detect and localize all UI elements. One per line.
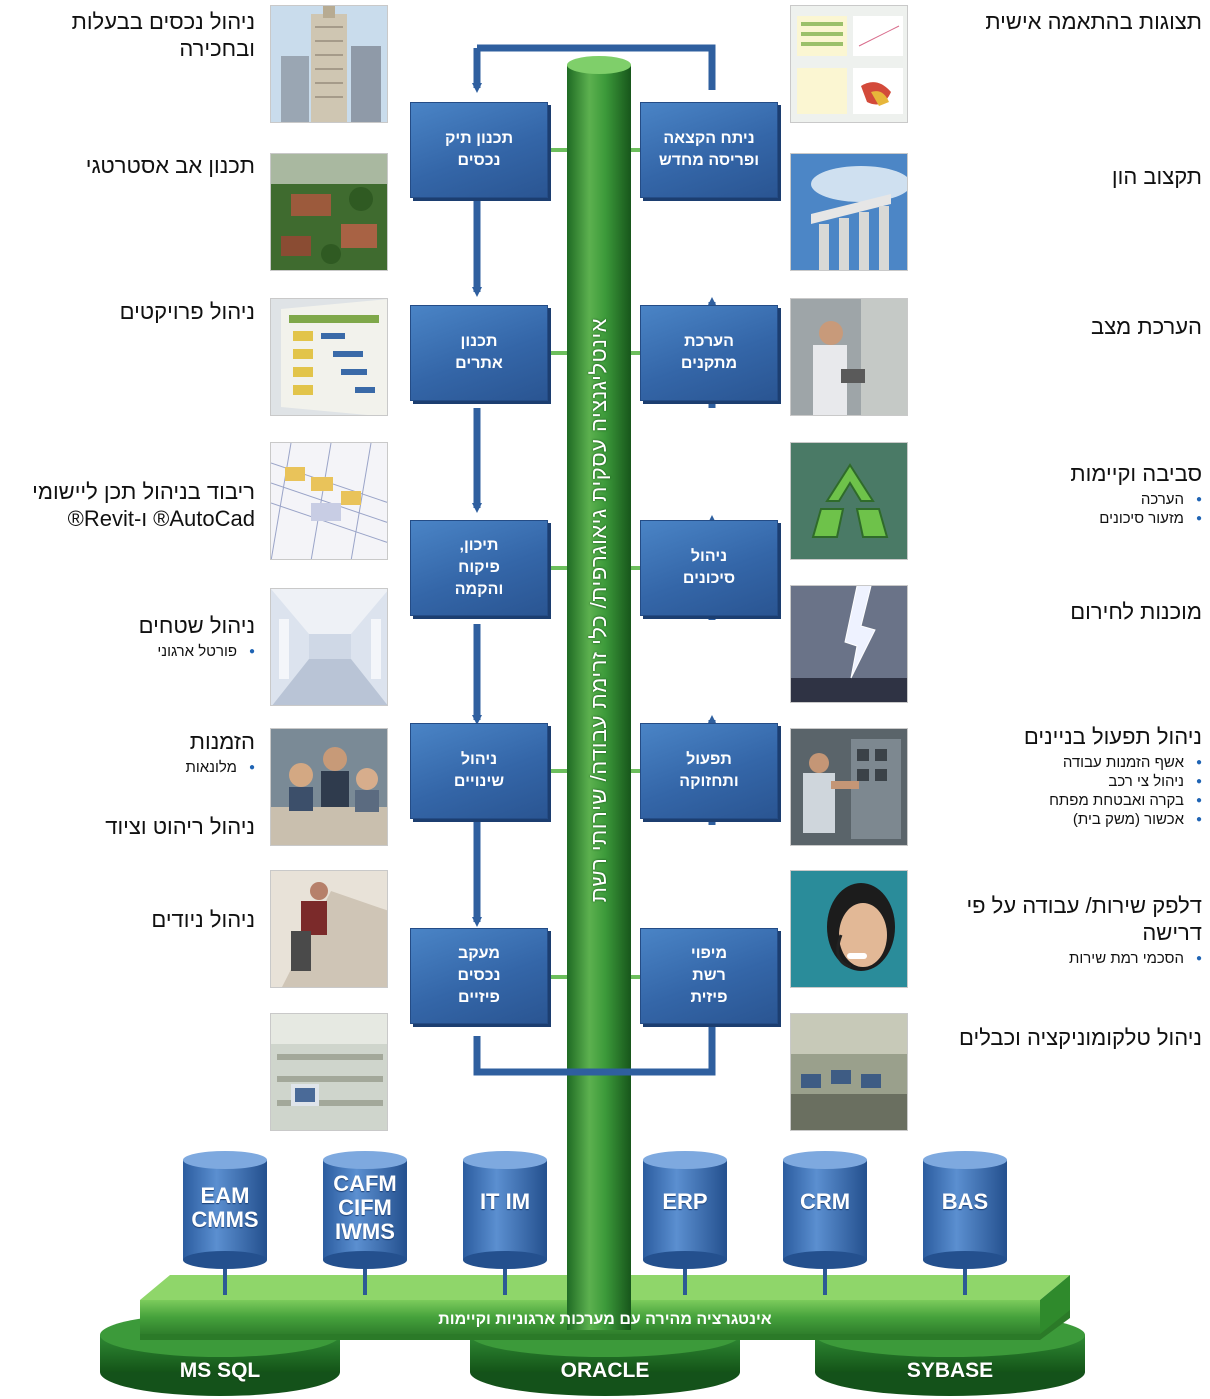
photo-inspector [790,298,908,416]
pillar-label-text: אינטליגנציה עסקית גיאוגרפית/ כלי זרימת ע… [586,317,611,903]
left-item-title: ניהול ניודים [151,907,255,932]
left-item-1: תכנון אב אסטרטגי [0,152,255,179]
left-item-4: ניהול שטחים פורטל ארגוני [0,612,255,661]
database-cylinders [183,1151,1007,1269]
right-item-title: דלפק שירות/ עבודה על פי דרישה [966,893,1202,945]
base-db-label-mssql: MS SQL [179,1359,261,1382]
pillar-connectors [548,148,640,979]
left-item-7: ניהול ריהוט וציוד [0,813,255,840]
db-cylinder-itim [463,1151,547,1269]
left-item-bullets: מלונאות [0,758,255,777]
left-item-title: ריבוד בניהול תכן ליישומי AutoCad® ו-Revi… [32,479,255,531]
photo-technician [790,728,908,846]
right-item-3: סביבה וקיימות הערכה מזעור סיכונים [930,460,1202,528]
photo-movers [270,870,388,988]
photo-campus [270,153,388,271]
process-box-site-planning: תכנון אתרים [410,305,548,401]
photo-control-room [790,1013,908,1131]
right-item-title: ניהול תפעול בניינים [1023,724,1202,749]
process-box-asset-tracking: מעקב נכסים פיזיים [410,928,548,1024]
right-item-title: מוכנות לחירום [1070,599,1202,624]
left-item-3: ריבוד בניהול תכן ליישומי AutoCad® ו-Revi… [0,478,255,532]
db-label-bas: BAS [941,1189,989,1214]
right-item-bullets: הערכה מזעור סיכונים [930,490,1202,528]
photo-office-space [270,588,388,706]
left-item-title: הזמנות [189,729,255,754]
photo-recycle [790,442,908,560]
left-item-5: הזמנות מלונאות [0,728,255,777]
right-item-0: תצוגות בהתאמה אישית [930,8,1202,35]
pillar-label: אינטליגנציה עסקית גיאוגרפית/ כלי זרימת ע… [569,120,629,1100]
db-cylinder-eam [183,1151,267,1269]
left-item-0: ניהול נכסים בבעלות ובחכירה [0,8,255,62]
right-item-title: סביבה וקיימות [1070,461,1202,486]
photo-project-chart [270,298,388,416]
left-item-title: ניהול ריהוט וציוד [105,814,255,839]
bullet-item: הסכמי רמת שירות [930,949,1202,968]
right-item-7: ניהול טלקומוניקציה וכבלים [930,1024,1202,1051]
right-item-bullets: הסכמי רמת שירות [930,949,1202,968]
left-item-bullets: פורטל ארגוני [0,642,255,661]
bullet-item: אכשור (משק בית) [930,810,1202,829]
db-cylinder-crm [783,1151,867,1269]
left-item-title: ניהול נכסים בבעלות ובחכירה [71,9,255,61]
db-label-cafm: CAFM CIFM IWMS [333,1171,397,1244]
process-box-risk-management: ניהול סיכונים [640,520,778,616]
db-label-itim: IT IM [479,1189,531,1214]
right-item-4: מוכנות לחירום [930,598,1202,625]
right-item-2: הערכת מצב [930,313,1202,340]
process-box-portfolio-planning: תכנון תיק נכסים [410,102,548,198]
bullet-item: אשף הזמנות עבודה [930,753,1202,772]
right-item-bullets: אשף הזמנות עבודה ניהול צי רכב בקרה ואבטח… [930,753,1202,829]
photo-meeting [270,728,388,846]
process-box-facility-assessment: הערכת מתקנים [640,305,778,401]
right-item-title: תצוגות בהתאמה אישית [985,9,1202,34]
bullet-item: הערכה [930,490,1202,509]
process-box-operations-maintenance: תפעול ותחזוקה [640,723,778,819]
photo-call-center [790,870,908,988]
bullet-item: בקרה ואבטחת מפתח [930,791,1202,810]
top-loop-line [477,44,716,90]
process-box-allocation-analysis: ניתח הקצאה ופריסה מחדש [640,102,778,198]
bullet-item: מזעור סיכונים [930,509,1202,528]
process-box-design-supervision: תיכון, פיקוח והקמה [410,520,548,616]
photo-floorplan [270,442,388,560]
left-item-6: ניהול ניודים [0,906,255,933]
base-db-label-sybase: SYBASE [906,1359,994,1382]
photo-skyscraper [270,5,388,123]
base-db-label-oracle: ORACLE [560,1359,650,1382]
right-item-title: תקצוב הון [1111,164,1202,189]
right-item-title: הערכת מצב [1091,314,1202,339]
bullet-item: פורטל ארגוני [0,642,255,661]
left-item-title: תכנון אב אסטרטגי [85,153,255,178]
left-item-title: ניהול שטחים [138,613,255,638]
right-item-1: תקצוב הון [930,163,1202,190]
db-label-eam: EAM CMMS [191,1183,259,1232]
left-item-title: ניהול פרויקטים [119,299,255,324]
db-label-crm: CRM [799,1189,851,1214]
process-box-change-management: ניהול שינויים [410,723,548,819]
photo-columns [790,153,908,271]
photo-lightning [790,585,908,703]
right-item-5: ניהול תפעול בניינים אשף הזמנות עבודה ניה… [930,723,1202,829]
db-cylinder-cafm [323,1151,407,1269]
db-cylinder-erp [643,1151,727,1269]
bullet-item: ניהול צי רכב [930,772,1202,791]
bullet-item: מלונאות [0,758,255,777]
platform-label: אינטגרציה מהירה עם מערכות ארגוניות וקיימ… [438,1311,772,1328]
db-label-erp: ERP [662,1189,708,1214]
db-cylinder-bas [923,1151,1007,1269]
right-item-6: דלפק שירות/ עבודה על פי דרישה הסכמי רמת … [930,892,1202,968]
left-item-2: ניהול פרויקטים [0,298,255,325]
process-box-network-mapping: מיפוי רשת פיזית [640,928,778,1024]
right-item-title: ניהול טלקומוניקציה וכבלים [959,1025,1202,1050]
photo-office-desks [270,1013,388,1131]
bottom-loop-line [473,1036,716,1076]
photo-dashboard [790,5,908,123]
central-pillar [567,56,631,1330]
